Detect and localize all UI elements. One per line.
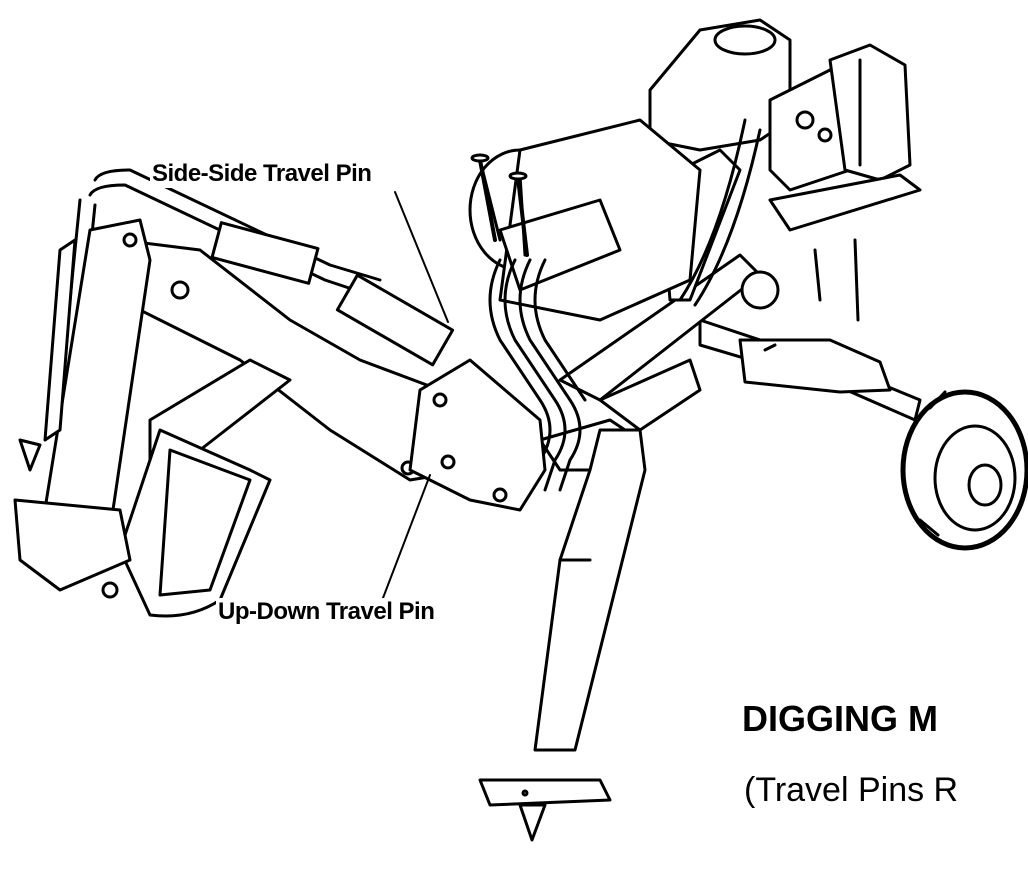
leader-lines <box>382 191 449 599</box>
engine <box>648 18 922 322</box>
travel-pins-subtitle: (Travel Pins R <box>744 771 959 809</box>
stabilizer-leg <box>478 428 647 842</box>
swing-bracket <box>408 358 547 512</box>
up-down-travel-pin-label: Up-Down Travel Pin <box>216 598 437 626</box>
bucket <box>13 428 272 618</box>
side-side-travel-pin-label: Side-Side Travel Pin <box>150 160 374 188</box>
axle-tube <box>698 318 922 422</box>
digging-mode-title: DIGGING M <box>742 698 938 739</box>
wheel <box>900 389 1028 551</box>
travel-pins <box>440 153 529 470</box>
